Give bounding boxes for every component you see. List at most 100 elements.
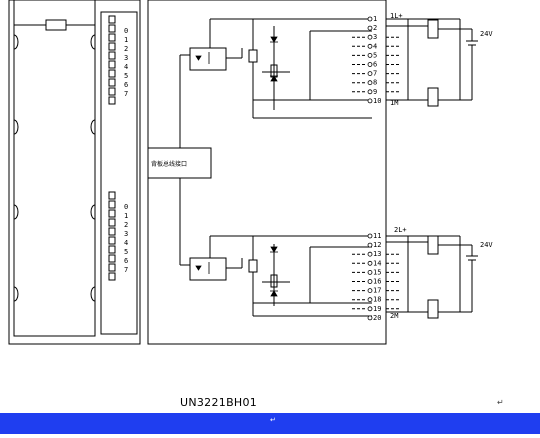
module-inner-panel xyxy=(13,0,96,337)
led-icon xyxy=(270,75,278,82)
terminal-number: 16 xyxy=(373,278,381,286)
led-square xyxy=(108,60,116,69)
terminal-number: 10 xyxy=(373,97,381,105)
led-square xyxy=(108,254,116,263)
terminal-circle xyxy=(367,242,373,248)
terminal-number: 20 xyxy=(373,314,381,322)
terminal-circle xyxy=(367,25,373,31)
optocoupler-1 xyxy=(189,47,227,71)
paragraph-mark-icon: ↵ xyxy=(270,416,276,424)
led-channel-label: 6 xyxy=(124,81,128,89)
led-square xyxy=(108,87,116,96)
terminal-number: 4 xyxy=(373,42,377,50)
resistor-2 xyxy=(248,259,258,273)
led-square xyxy=(108,24,116,33)
led-channel-label: 0 xyxy=(124,203,128,211)
led-square xyxy=(108,227,116,236)
led-square xyxy=(108,272,116,281)
terminal-circle xyxy=(367,260,373,266)
terminal-number: 9 xyxy=(373,88,377,96)
led-square xyxy=(108,218,116,227)
terminal-circle xyxy=(367,251,373,257)
led-square xyxy=(108,96,116,105)
terminal-circle xyxy=(367,315,373,321)
terminal-number: 6 xyxy=(373,61,377,69)
terminal-number: 17 xyxy=(373,287,381,295)
led-squares xyxy=(108,15,116,281)
led-channel-label: 1 xyxy=(124,212,128,220)
module-circuit-area xyxy=(147,0,387,345)
led-channel-label: 2 xyxy=(124,45,128,53)
terminal-number: 8 xyxy=(373,79,377,87)
terminal-circles xyxy=(367,16,373,321)
terminal-circle xyxy=(367,279,373,284)
terminal-circle xyxy=(367,43,373,49)
terminal-number: 18 xyxy=(373,296,381,304)
terminal-circle xyxy=(367,34,373,40)
group1-voltage-label: 24V xyxy=(480,30,493,38)
terminal-number: 1 xyxy=(373,15,377,23)
led-square xyxy=(108,42,116,51)
terminal-number: 11 xyxy=(373,232,381,240)
led-channel-label: 5 xyxy=(124,248,128,256)
load-relay-2a xyxy=(427,235,439,255)
load-relay-2b xyxy=(427,299,439,319)
backplane-label: 背板总线接口 xyxy=(151,160,187,168)
led-icon xyxy=(270,290,278,297)
terminal-circle xyxy=(367,89,373,95)
terminal-number: 14 xyxy=(373,259,381,267)
panel-fuse xyxy=(45,19,67,31)
channel-group-2 xyxy=(180,235,478,319)
load-relay-1b xyxy=(427,87,439,107)
led-channel-label: 7 xyxy=(124,266,128,274)
figure-caption: UN3221BH01 xyxy=(180,396,258,409)
terminal-circle xyxy=(367,80,373,86)
paragraph-mark-icon: ↵ xyxy=(497,398,504,407)
led-channel-label: 4 xyxy=(124,239,128,247)
terminal-number: 19 xyxy=(373,305,381,313)
led-channel-label: 6 xyxy=(124,257,128,265)
led-channel-label: 2 xyxy=(124,221,128,229)
led-channel-label: 3 xyxy=(124,230,128,238)
terminal-number: 3 xyxy=(373,33,377,41)
opto-diode-icon xyxy=(195,55,202,61)
load-relay-1a xyxy=(427,19,439,39)
led-square xyxy=(108,245,116,254)
led-square xyxy=(108,200,116,209)
led-channel-label: 4 xyxy=(124,63,128,71)
diode-icon xyxy=(270,36,278,43)
terminal-number: 7 xyxy=(373,70,377,78)
terminal-number: 15 xyxy=(373,268,381,276)
led-channel-label: 0 xyxy=(124,27,128,35)
terminal-circle xyxy=(367,288,373,294)
terminal-circle xyxy=(367,62,373,67)
group1-supply-label: 1L+ xyxy=(390,12,403,20)
led-channel-label: 7 xyxy=(124,90,128,98)
led-square xyxy=(108,209,116,218)
diode-icon xyxy=(270,246,278,253)
terminal-circle xyxy=(367,98,373,104)
led-square xyxy=(108,236,116,245)
terminal-number: 12 xyxy=(373,241,381,249)
terminal-dashes xyxy=(352,36,400,310)
led-channel-label: 1 xyxy=(124,36,128,44)
group1-common-label: 1M xyxy=(390,99,398,107)
terminal-number: 5 xyxy=(373,51,377,59)
led-square xyxy=(108,51,116,60)
led-square xyxy=(108,191,116,200)
group2-supply-label: 2L+ xyxy=(394,226,407,234)
status-bar: ↵ xyxy=(0,413,540,434)
led-indicator-strip xyxy=(100,11,138,335)
terminal-circle xyxy=(367,233,373,239)
terminal-circle xyxy=(367,53,373,58)
led-square xyxy=(108,263,116,272)
led-channel-label: 3 xyxy=(124,54,128,62)
terminal-circle xyxy=(367,297,373,303)
terminal-circle xyxy=(367,71,373,76)
resistor-1 xyxy=(248,49,258,63)
led-square xyxy=(108,15,116,24)
channel-group-1 xyxy=(180,18,478,119)
terminal-circle xyxy=(367,16,373,22)
